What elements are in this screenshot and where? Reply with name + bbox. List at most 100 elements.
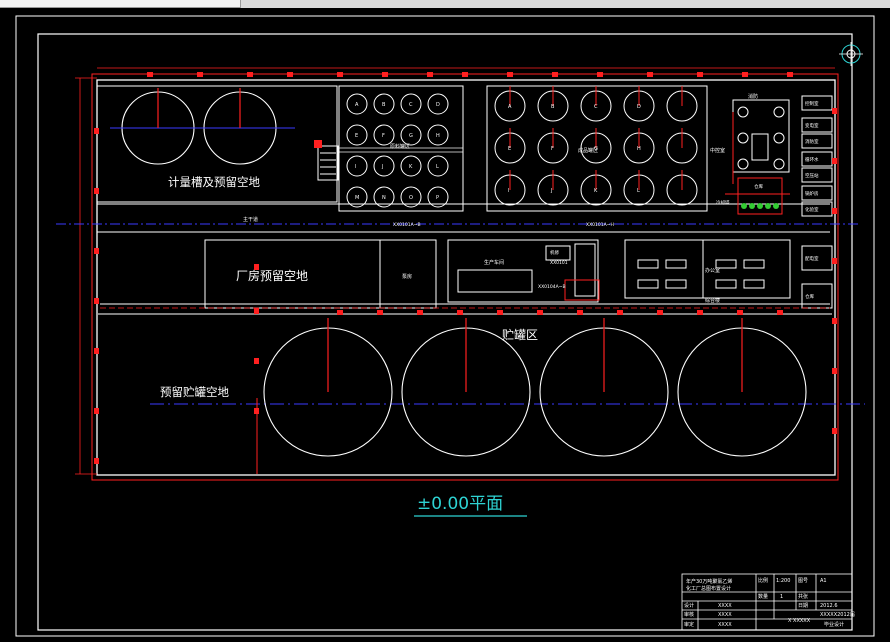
north-arrow-icon <box>839 42 863 66</box>
storage-tank-area <box>98 313 865 474</box>
tank-letter: G <box>409 133 413 139</box>
small-tank <box>427 93 449 115</box>
tb-date-label: 日期 <box>798 603 808 609</box>
tank-letter: B <box>382 102 386 108</box>
right-room-label: 配电室 <box>805 255 819 262</box>
tank-letter: I <box>355 164 356 170</box>
workshop <box>447 239 600 303</box>
label-tank-area: 贮罐区 <box>502 327 538 342</box>
tb-design: XXXX <box>718 603 732 609</box>
label-cooling: 冷却塔 <box>716 199 730 206</box>
right-room-label: 仓库 <box>805 293 814 300</box>
dimension-lines <box>75 67 835 475</box>
small-tank <box>427 124 449 146</box>
tb-grad: 毕业设计 <box>824 621 844 628</box>
label-workshop: 生产车间 <box>484 259 504 266</box>
tank-letter: E <box>508 146 511 152</box>
tank-letter: D <box>436 102 440 108</box>
site-boundary <box>91 73 839 481</box>
small-tank <box>373 186 395 208</box>
tb-approve: XXXX <box>718 622 732 628</box>
tank-letter: C <box>409 102 413 108</box>
right-room-label: 消防室 <box>805 138 819 145</box>
wall-markers <box>94 72 837 464</box>
title-block-text: 年产30万吨聚氯乙烯 化工厂总图布置设计 比例 1:200 图号 A1 数量 1… <box>684 577 855 628</box>
right-room <box>801 95 833 111</box>
label-code-mid: XX0101A~H <box>586 222 614 228</box>
tank-letter: C <box>594 104 598 110</box>
label-meter-tank: 计量槽及预留空地 <box>168 175 260 189</box>
main-road <box>56 203 860 233</box>
small-tank <box>346 93 368 115</box>
tank-letter: O <box>409 195 413 201</box>
right-room-label: 变电室 <box>805 122 819 129</box>
title-block <box>681 573 853 631</box>
small-tank <box>373 93 395 115</box>
meter-tank-zone <box>96 85 338 203</box>
tank-letter: K <box>594 188 598 194</box>
tank-letter: L <box>637 188 640 194</box>
label-small-room: 机修 <box>550 249 559 256</box>
tb-date: 2012.6 <box>820 603 838 609</box>
office-block <box>624 239 791 299</box>
label-fire-room: 消防 <box>748 93 758 100</box>
tank-letter: A <box>355 102 359 108</box>
tb-qty-label: 数量 <box>758 593 768 600</box>
right-room-label: 化验室 <box>805 206 819 213</box>
tb-design-label: 设计 <box>684 602 694 609</box>
tank-letter: I <box>508 188 509 194</box>
tank-letter: E <box>355 133 358 139</box>
right-room <box>801 117 833 133</box>
small-tank <box>400 155 422 177</box>
tank-letter: N <box>382 195 386 201</box>
small-tank <box>346 186 368 208</box>
tb-code: X XXXXX <box>788 618 811 624</box>
window-top-bar <box>0 0 890 8</box>
tb-check-label: 审核 <box>684 611 694 618</box>
tb-line2: 化工厂总图布置设计 <box>686 585 731 592</box>
right-room <box>801 185 833 201</box>
tank-letter: J <box>381 164 383 170</box>
label-office: 办公室 <box>705 267 720 274</box>
tank-letter: J <box>550 188 552 194</box>
tank-letter: F <box>382 133 385 139</box>
small-tank <box>373 155 395 177</box>
label-admin: 综合楼 <box>705 297 720 304</box>
label-code-left: XX0101A~B <box>393 222 421 228</box>
small-tank <box>400 186 422 208</box>
right-room-label: 空压站 <box>805 172 819 179</box>
label-reserve-tank: 预留贮罐空地 <box>160 385 229 399</box>
pump-station <box>725 99 790 195</box>
small-tank <box>427 155 449 177</box>
small-tank <box>346 124 368 146</box>
small-tank <box>400 93 422 115</box>
tb-scale-label: 比例 <box>758 577 768 584</box>
tank-letter: D <box>637 104 641 110</box>
plant-reserve-zone <box>100 239 830 309</box>
tb-sheet: A1 <box>820 578 827 584</box>
window-tab[interactable] <box>0 0 241 8</box>
right-room <box>801 167 833 183</box>
tank-letter: P <box>436 195 439 201</box>
tank-letter: A <box>508 104 512 110</box>
sheet-border <box>15 15 875 637</box>
right-room-label: 控制室 <box>805 100 819 107</box>
drawing-frame <box>37 33 853 631</box>
label-main-road: 主干道 <box>243 216 258 223</box>
tb-total-label: 共张 <box>798 593 808 600</box>
label-storage: 仓库 <box>754 183 763 190</box>
tank-letter: F <box>551 146 554 152</box>
right-room-label: 锅炉房 <box>805 190 819 197</box>
label-pump-room: 泵房 <box>402 273 412 280</box>
tank-letter: G <box>594 146 598 152</box>
stair-block <box>314 140 339 181</box>
tb-school: XXXXX2012届 <box>820 612 855 618</box>
tank-letter: H <box>436 133 440 139</box>
tank-letter: L <box>436 164 439 170</box>
tb-check: XXXX <box>718 612 732 618</box>
label-tank-farm-a: 原料罐区 <box>390 143 410 150</box>
